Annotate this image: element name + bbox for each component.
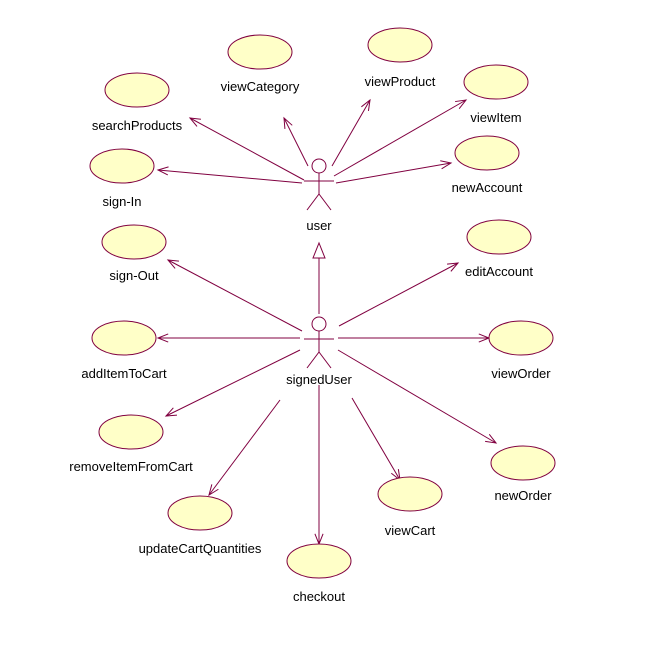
use-case-ellipse[interactable] (490, 445, 556, 481)
use-case-label: editAccount (465, 264, 533, 279)
use-case-viewItem[interactable]: viewItem (463, 64, 529, 125)
use-case-removeItemFromCart[interactable]: removeItemFromCart (69, 414, 193, 474)
use-case-label: searchProducts (92, 118, 183, 133)
use-case-label: sign-Out (109, 268, 159, 283)
use-case-ellipse[interactable] (377, 476, 443, 512)
use-case-ellipse[interactable] (454, 135, 520, 171)
use-case-viewCart[interactable]: viewCart (377, 476, 443, 538)
use-case-ellipse[interactable] (286, 543, 352, 579)
use-case-ellipse[interactable] (167, 495, 233, 531)
use-case-label: checkout (293, 589, 345, 604)
association-sign-Out (166, 259, 303, 332)
use-case-newAccount[interactable]: newAccount (452, 135, 523, 195)
use-case-ellipse[interactable] (367, 27, 433, 63)
use-case-viewOrder[interactable]: viewOrder (488, 320, 554, 381)
use-case-editAccount[interactable]: editAccount (465, 219, 533, 279)
use-case-label: viewOrder (491, 366, 551, 381)
actors: user signedUser (286, 158, 353, 387)
use-case-label: removeItemFromCart (69, 459, 193, 474)
use-case-ellipse[interactable] (98, 414, 164, 450)
association-sign-In (156, 166, 303, 184)
association-updateCartQuantities (208, 399, 281, 497)
association-viewItem (333, 99, 468, 177)
use-case-ellipse[interactable] (91, 320, 157, 356)
use-case-sign-In[interactable]: sign-In (89, 148, 155, 209)
use-case-viewProduct[interactable]: viewProduct (365, 27, 436, 89)
association-removeItemFromCart (164, 349, 301, 417)
stick-figure-icon (304, 316, 334, 369)
use-case-label: viewCart (385, 523, 436, 538)
use-case-label: viewItem (470, 110, 521, 125)
generalization-signedUser-to-user (312, 241, 326, 314)
association-viewCart (351, 397, 401, 482)
use-case-ellipse[interactable] (466, 219, 532, 255)
use-case-label: addItemToCart (81, 366, 167, 381)
use-case-label: updateCartQuantities (139, 541, 262, 556)
association-checkout (314, 385, 324, 546)
association-viewCategory (283, 116, 309, 167)
association-editAccount (338, 262, 460, 327)
use-case-ellipse[interactable] (488, 320, 554, 356)
use-case-label: viewCategory (221, 79, 300, 94)
actor-label: signedUser (286, 372, 352, 387)
use-cases: searchProducts viewCategory viewProduct vie… (69, 27, 556, 604)
use-case-label: newAccount (452, 180, 523, 195)
association-newOrder (337, 349, 498, 444)
association-addItemToCart (156, 333, 300, 343)
generalization (312, 241, 326, 314)
use-case-ellipse[interactable] (463, 64, 529, 100)
associations (156, 98, 498, 546)
use-case-label: newOrder (494, 488, 552, 503)
stick-figure-icon (304, 158, 334, 211)
association-searchProducts (188, 117, 305, 181)
use-case-checkout[interactable]: checkout (286, 543, 352, 604)
actor-label: user (306, 218, 332, 233)
association-viewOrder (338, 333, 491, 343)
use-case-label: sign-In (102, 194, 141, 209)
use-case-ellipse[interactable] (101, 224, 167, 260)
use-case-label: viewProduct (365, 74, 436, 89)
actor-signedUser[interactable]: signedUser (286, 316, 353, 387)
use-case-ellipse[interactable] (104, 72, 170, 108)
use-case-updateCartQuantities[interactable]: updateCartQuantities (139, 495, 262, 556)
generalization-arrowhead (312, 241, 326, 259)
association-newAccount (335, 160, 453, 184)
use-case-ellipse[interactable] (227, 34, 293, 70)
actor-user[interactable]: user (304, 158, 334, 233)
use-case-sign-Out[interactable]: sign-Out (101, 224, 167, 283)
use-case-newOrder[interactable]: newOrder (490, 445, 556, 503)
association-viewProduct (331, 98, 371, 167)
use-case-addItemToCart[interactable]: addItemToCart (81, 320, 167, 381)
use-case-viewCategory[interactable]: viewCategory (221, 34, 300, 94)
use-case-ellipse[interactable] (89, 148, 155, 184)
use-case-searchProducts[interactable]: searchProducts (92, 72, 183, 133)
